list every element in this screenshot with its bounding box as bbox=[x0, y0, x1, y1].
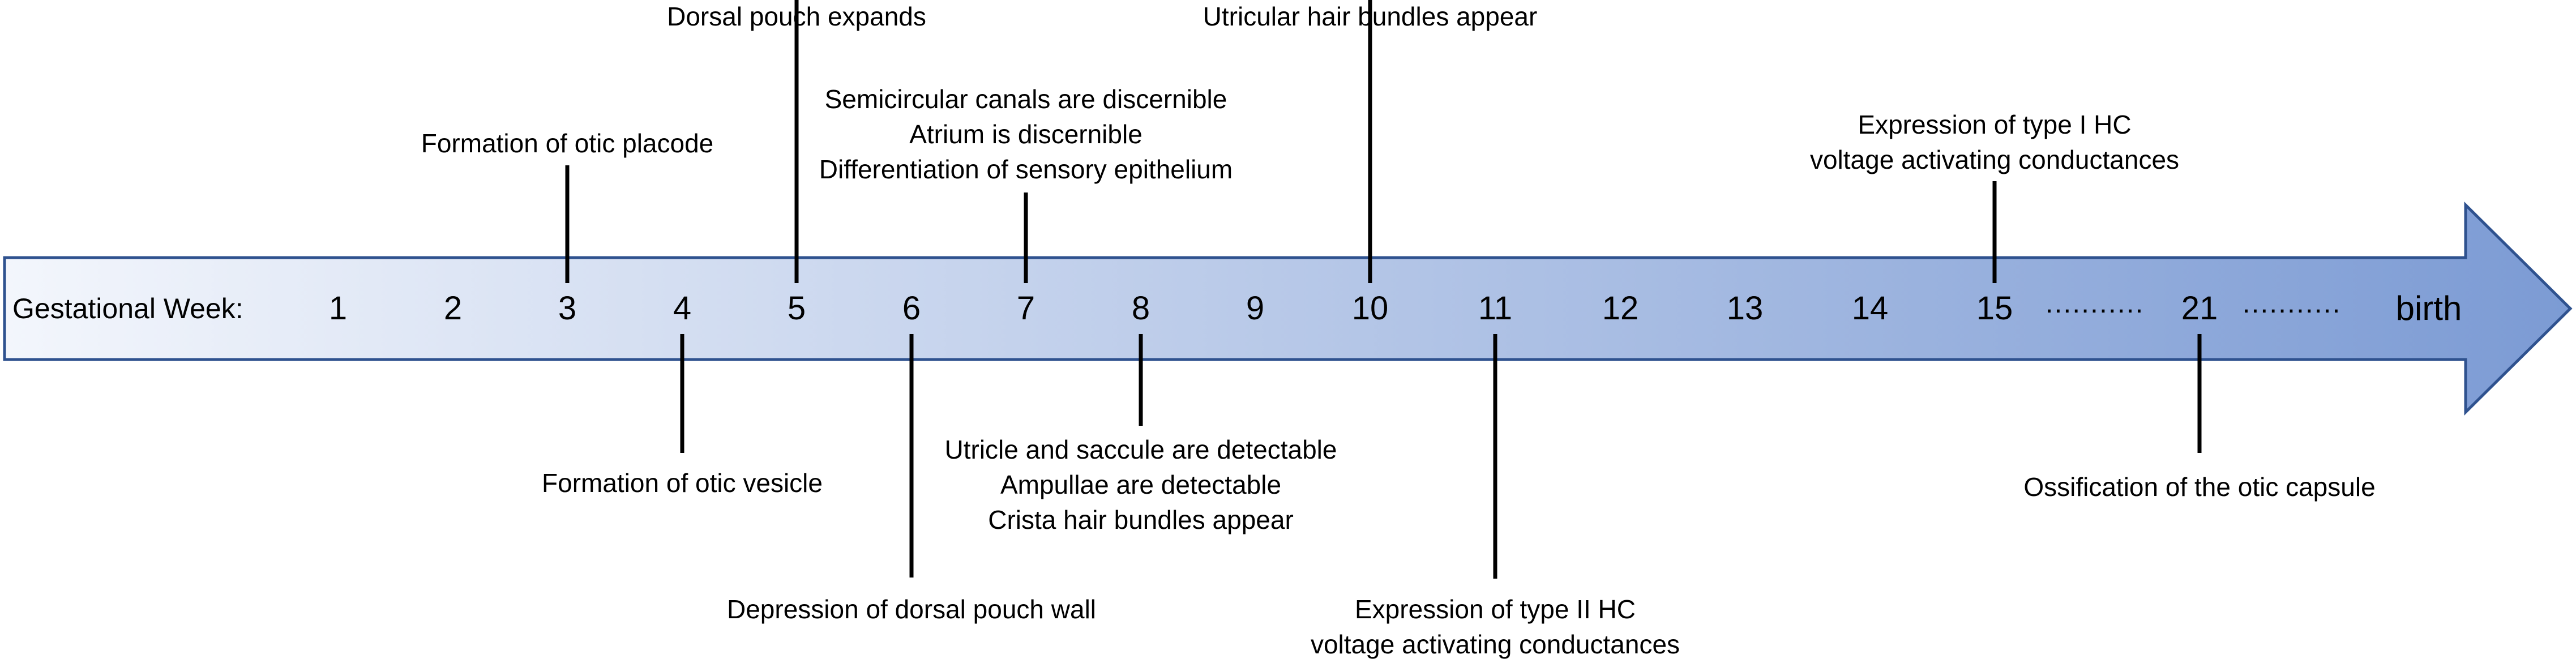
week-label-11: 11 bbox=[1478, 290, 1513, 327]
week-label-12: 12 bbox=[1602, 290, 1639, 327]
week-label-15: 15 bbox=[1976, 290, 2013, 327]
week-label-7: 7 bbox=[1016, 290, 1035, 327]
event-text-line: Dorsal pouch expands bbox=[667, 2, 926, 31]
event-text-line: Semicircular canals are discernible bbox=[824, 84, 1227, 114]
week-label-8: 8 bbox=[1131, 290, 1150, 327]
connector-lines bbox=[565, 0, 2202, 579]
week-label-9: 9 bbox=[1246, 290, 1265, 327]
event-text-line: Formation of otic vesicle bbox=[542, 468, 823, 498]
event-text-line: Crista hair bundles appear bbox=[988, 505, 1294, 534]
event-label-week-15: Expression of type I HC voltage activatin… bbox=[1810, 107, 2179, 177]
timeline-arrow bbox=[3, 202, 2573, 416]
event-text-line: Depression of dorsal pouch wall bbox=[726, 594, 1097, 624]
event-label-week-21: Ossification of the otic capsule bbox=[2023, 469, 2375, 504]
event-text-line: voltage activating conductances bbox=[1310, 630, 1680, 659]
event-text-line: Ampullae are detectable bbox=[1000, 470, 1282, 499]
week-label-14: 14 bbox=[1851, 290, 1889, 327]
event-label-week-10: Utricular hair bundles appear bbox=[1203, 0, 1538, 34]
event-label-week-3: Formation of otic placode bbox=[421, 126, 714, 161]
event-label-week-11: Expression of type II HC voltage activati… bbox=[1311, 592, 1680, 662]
event-label-week-4: Formation of otic vesicle bbox=[542, 465, 823, 501]
event-text-line: Utricle and saccule are detectable bbox=[944, 435, 1337, 464]
birth-label: birth bbox=[2395, 289, 2462, 327]
event-text-line: Utricular hair bundles appear bbox=[1203, 2, 1538, 31]
week-label-13: 13 bbox=[1726, 290, 1764, 327]
week-label-21: 21 bbox=[2181, 290, 2218, 327]
event-text-line: Formation of otic placode bbox=[421, 129, 714, 158]
event-text-line: voltage activating conductances bbox=[1809, 145, 2180, 174]
week-label-5: 5 bbox=[787, 290, 806, 327]
axis-label: Gestational Week: bbox=[12, 293, 243, 324]
event-label-week-6: Depression of dorsal pouch wall bbox=[727, 592, 1096, 627]
week-label-4: 4 bbox=[673, 290, 692, 327]
event-label-week-5: Dorsal pouch expands bbox=[667, 0, 926, 34]
ellipsis-left: ........... bbox=[2045, 287, 2145, 319]
event-text-line: Atrium is discernible bbox=[909, 119, 1142, 149]
event-text-line: Ossification of the otic capsule bbox=[2023, 472, 2376, 502]
event-text-line: Differentiation of sensory epithelium bbox=[819, 155, 1233, 184]
week-label-1: 1 bbox=[328, 290, 348, 327]
week-label-6: 6 bbox=[902, 290, 921, 327]
event-text-line: Expression of type I HC bbox=[1858, 110, 2132, 139]
week-label-3: 3 bbox=[558, 290, 577, 327]
week-label-2: 2 bbox=[443, 290, 463, 327]
week-label-10: 10 bbox=[1351, 290, 1389, 327]
event-text-line: Expression of type II HC bbox=[1355, 594, 1636, 624]
ellipsis-right: ........... bbox=[2242, 287, 2342, 319]
